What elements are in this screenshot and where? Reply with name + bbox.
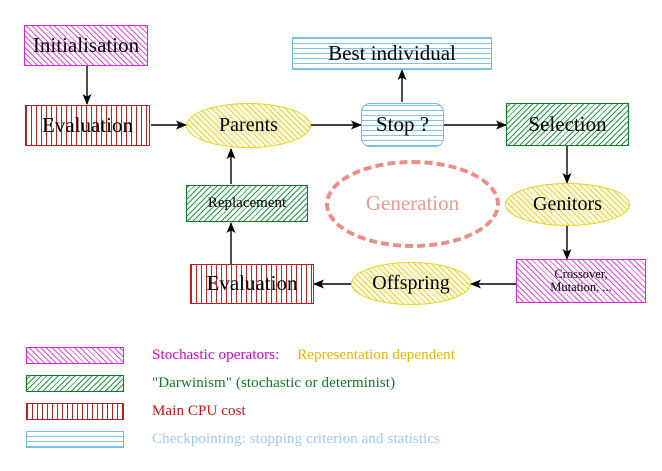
node-crossover-line2: Mutation, ... bbox=[550, 280, 612, 294]
node-generation-group: Generation bbox=[325, 160, 500, 248]
legend-text-darwinism: "Darwinism" (stochastic or determinist) bbox=[152, 374, 396, 391]
node-offspring-label: Offspring bbox=[372, 272, 450, 295]
node-generation-label: Generation bbox=[365, 191, 460, 216]
node-initialisation[interactable]: Initialisation bbox=[24, 25, 148, 66]
legend-swatch-red-vertical bbox=[26, 402, 124, 420]
node-crossover-mutation-label: Crossover, Mutation, ... bbox=[550, 268, 611, 294]
legend-text-checkpointing: Checkpointing: stopping criterion and st… bbox=[152, 430, 441, 447]
legend-row-stochastic: Stochastic operators: Representation dep… bbox=[26, 344, 455, 366]
node-parents-label: Parents bbox=[219, 114, 278, 137]
node-evaluation-top[interactable]: Evaluation bbox=[25, 105, 150, 146]
node-genitors-label: Genitors bbox=[533, 193, 602, 216]
node-selection[interactable]: Selection bbox=[506, 103, 629, 146]
legend-swatch-green-hatch bbox=[26, 374, 124, 392]
legend-text-cpu-cost: Main CPU cost bbox=[152, 402, 246, 419]
node-stop[interactable]: Stop ? bbox=[361, 103, 444, 147]
node-best-individual[interactable]: Best individual bbox=[292, 37, 492, 70]
node-offspring[interactable]: Offspring bbox=[351, 262, 471, 305]
legend-swatch-blue-horizontal bbox=[26, 430, 124, 448]
legend-text-stochastic-sub: Representation dependent bbox=[297, 346, 455, 363]
node-replacement-label: Replacement bbox=[207, 194, 287, 211]
legend-swatch-magenta-hatch bbox=[26, 346, 124, 364]
node-replacement[interactable]: Replacement bbox=[186, 185, 308, 222]
node-crossover-mutation[interactable]: Crossover, Mutation, ... bbox=[516, 259, 646, 303]
legend-row-cpu-cost: Main CPU cost bbox=[26, 400, 246, 422]
node-best-individual-label: Best individual bbox=[328, 40, 456, 65]
node-evaluation-bottom[interactable]: Evaluation bbox=[190, 264, 314, 304]
node-stop-label: Stop ? bbox=[375, 112, 430, 137]
node-evaluation-top-label: Evaluation bbox=[42, 112, 133, 137]
node-crossover-line1: Crossover, bbox=[554, 267, 608, 282]
legend-row-darwinism: "Darwinism" (stochastic or determinist) bbox=[26, 372, 395, 394]
legend-text-stochastic-main: Stochastic operators: bbox=[152, 346, 280, 363]
node-parents[interactable]: Parents bbox=[186, 103, 311, 148]
node-selection-label: Selection bbox=[528, 111, 607, 136]
legend: Stochastic operators: Representation dep… bbox=[0, 336, 662, 461]
legend-text-stochastic: Stochastic operators: Representation dep… bbox=[152, 347, 455, 364]
node-genitors[interactable]: Genitors bbox=[505, 183, 630, 226]
node-initialisation-label: Initialisation bbox=[32, 32, 140, 57]
legend-row-checkpointing: Checkpointing: stopping criterion and st… bbox=[26, 428, 440, 450]
node-evaluation-bottom-label: Evaluation bbox=[206, 271, 298, 296]
